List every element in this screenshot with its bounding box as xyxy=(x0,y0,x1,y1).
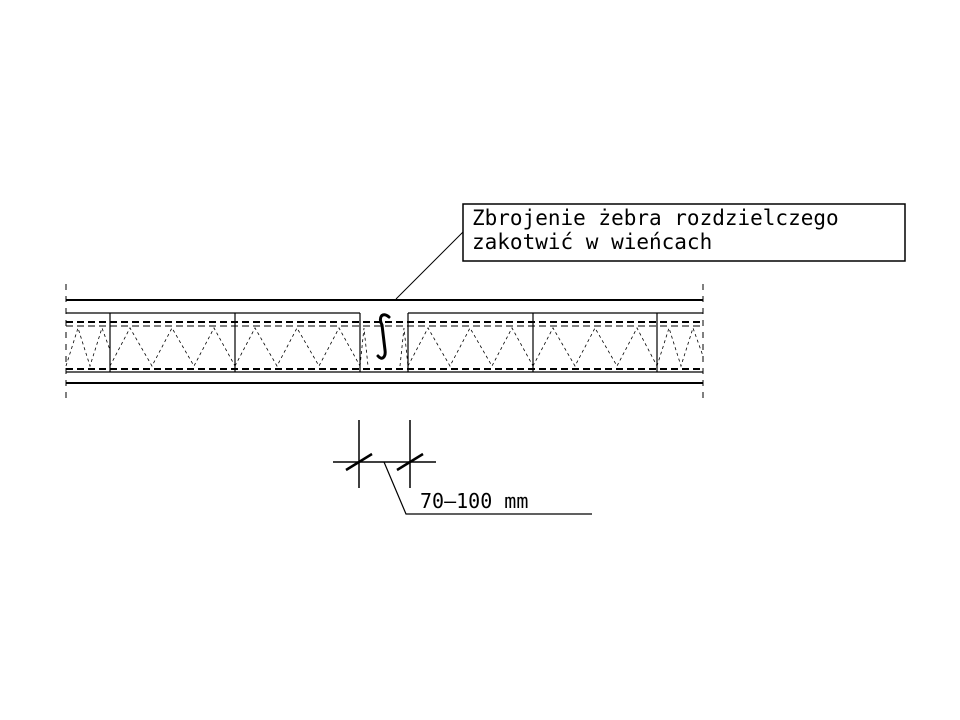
truss-zigzag xyxy=(656,326,704,368)
truss-zigzag xyxy=(399,327,409,367)
annotation-line-2: zakotwić w wieńcach xyxy=(472,230,712,254)
bottom-slab xyxy=(66,371,703,384)
dimension-annotation xyxy=(333,420,592,515)
leader-line xyxy=(395,231,464,300)
reinforcement-bars xyxy=(66,321,703,370)
truss-zigzag xyxy=(109,327,236,367)
annotation-callout: Zbrojenie żebra rozdzielczego zakotwić w… xyxy=(395,203,906,300)
top-slab xyxy=(66,299,703,314)
truss-zigzag xyxy=(234,327,361,367)
tick-mark-left xyxy=(345,452,373,472)
truss-zigzag xyxy=(65,326,111,368)
annotation-line-1: Zbrojenie żebra rozdzielczego xyxy=(472,206,839,230)
truss-zigzag xyxy=(532,327,658,367)
dimension-label: 70—100 mm xyxy=(420,489,528,513)
tick-mark-right xyxy=(396,452,424,472)
rib-hook-bar xyxy=(376,313,391,360)
dimension-leader xyxy=(383,461,592,515)
s-hook-icon xyxy=(376,313,391,360)
joist-verticals xyxy=(109,313,658,372)
lattice-truss xyxy=(65,326,704,368)
truss-zigzag xyxy=(359,327,369,367)
truss-zigzag xyxy=(407,327,534,367)
